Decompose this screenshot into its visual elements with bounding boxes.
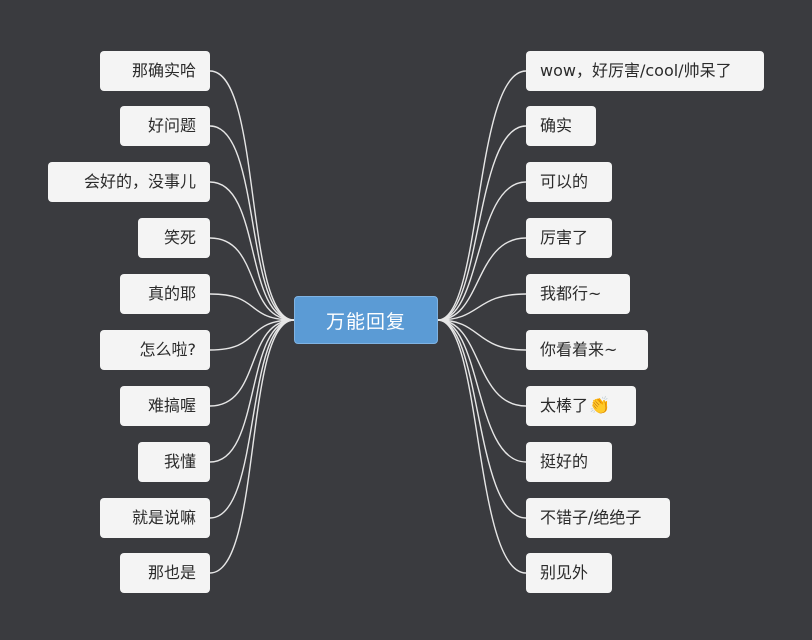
- node-label: 好问题: [147, 116, 196, 135]
- left-node-1[interactable]: 那确实哈: [100, 51, 210, 91]
- node-label: 笑死: [163, 228, 196, 247]
- left-node-3[interactable]: 会好的，没事儿: [48, 162, 210, 202]
- node-label: 那确实哈: [131, 61, 196, 80]
- central-topic-node[interactable]: 万能回复: [294, 296, 438, 344]
- connector-left-7: [209, 319, 295, 407]
- connector-left-6: [209, 319, 295, 351]
- connector-right-9: [437, 319, 527, 519]
- left-node-9[interactable]: 就是说嘛: [100, 498, 210, 538]
- connector-left-2: [209, 125, 295, 321]
- node-label: 我都行~: [540, 284, 602, 303]
- connector-left-4: [209, 237, 295, 321]
- node-label: 我懂: [163, 452, 196, 471]
- connector-left-9: [209, 319, 295, 519]
- central-topic-label: 万能回复: [325, 310, 406, 333]
- right-node-2[interactable]: 确实: [526, 106, 596, 146]
- right-node-8[interactable]: 挺好的: [526, 442, 612, 482]
- connector-left-8: [209, 319, 295, 463]
- right-node-5[interactable]: 我都行~: [526, 274, 630, 314]
- node-label: 你看着来~: [540, 340, 618, 359]
- right-node-6[interactable]: 你看着来~: [526, 330, 648, 370]
- left-node-6[interactable]: 怎么啦?: [100, 330, 210, 370]
- left-node-4[interactable]: 笑死: [138, 218, 210, 258]
- node-label: 挺好的: [540, 452, 589, 471]
- node-label: 可以的: [540, 172, 589, 191]
- node-label: 难搞喔: [147, 396, 196, 415]
- node-label: 怎么啦?: [139, 340, 197, 359]
- node-label: 太棒了: [540, 396, 589, 415]
- right-node-7[interactable]: 太棒了👏: [526, 386, 636, 426]
- right-node-10[interactable]: 别见外: [526, 553, 612, 593]
- left-node-7[interactable]: 难搞喔: [120, 386, 210, 426]
- node-label: 不错子/绝绝子: [540, 508, 642, 527]
- connector-right-5: [437, 293, 527, 321]
- connector-left-1: [209, 70, 295, 321]
- clapping-hands-icon: 👏: [589, 396, 611, 416]
- right-node-3[interactable]: 可以的: [526, 162, 612, 202]
- connector-left-3: [209, 181, 295, 321]
- left-node-5[interactable]: 真的耶: [120, 274, 210, 314]
- connector-right-4: [437, 237, 527, 321]
- right-node-1[interactable]: wow，好厉害/cool/帅呆了: [526, 51, 764, 91]
- node-label: 会好的，没事儿: [83, 172, 196, 191]
- connector-left-10: [209, 319, 295, 574]
- connector-right-7: [437, 319, 527, 407]
- connector-right-3: [437, 181, 527, 321]
- connector-right-6: [437, 319, 527, 351]
- node-label: wow，好厉害/cool/帅呆了: [540, 61, 732, 80]
- node-label: 就是说嘛: [131, 508, 196, 527]
- node-label: 那也是: [147, 563, 196, 582]
- left-node-2[interactable]: 好问题: [120, 106, 210, 146]
- connector-right-8: [437, 319, 527, 463]
- right-node-9[interactable]: 不错子/绝绝子: [526, 498, 670, 538]
- left-node-10[interactable]: 那也是: [120, 553, 210, 593]
- node-label: 真的耶: [147, 284, 196, 303]
- node-label: 厉害了: [540, 228, 589, 247]
- left-node-8[interactable]: 我懂: [138, 442, 210, 482]
- connector-left-5: [209, 293, 295, 321]
- connector-right-2: [437, 125, 527, 321]
- node-label: 确实: [540, 116, 573, 135]
- connector-right-1: [437, 70, 527, 321]
- right-node-4[interactable]: 厉害了: [526, 218, 612, 258]
- node-label: 别见外: [540, 563, 589, 582]
- connector-right-10: [437, 319, 527, 574]
